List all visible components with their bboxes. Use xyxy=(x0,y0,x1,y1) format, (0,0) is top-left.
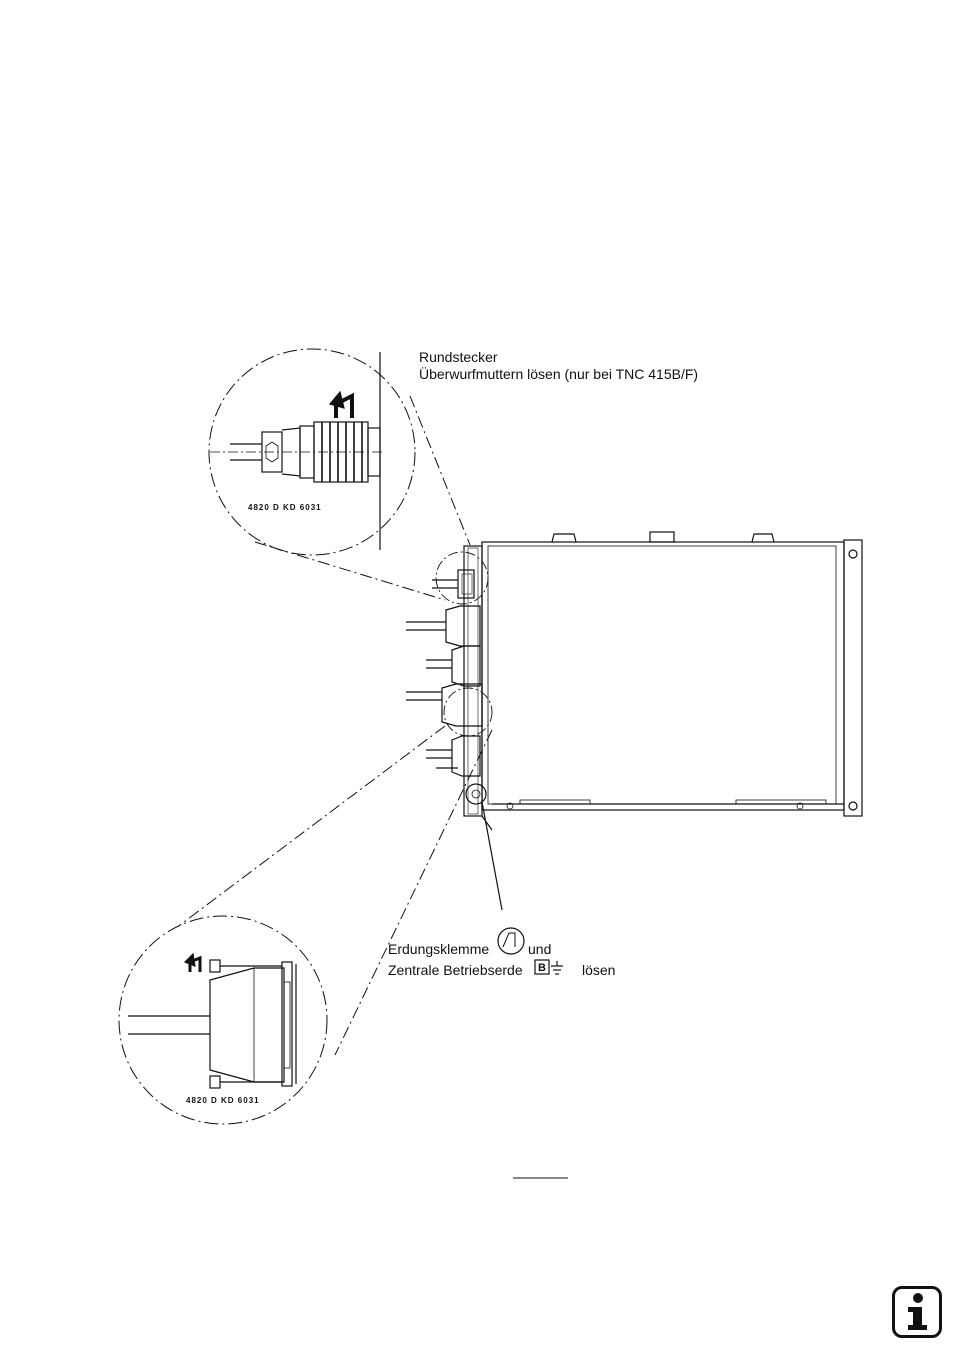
part-number-top: 4820 D KD 6031 xyxy=(248,503,322,512)
ground-box-letter: B xyxy=(538,962,546,974)
bottom-detail-circle xyxy=(118,915,328,1125)
round-connector-instruction: Überwurfmuttern lösen (nur bei TNC 415B/… xyxy=(419,366,699,382)
earth-symbol xyxy=(551,961,563,975)
central-ground-text: Zentrale Betriebserde xyxy=(388,962,523,978)
ground-clamp-symbol xyxy=(497,927,525,955)
round-connector-title: Rundstecker xyxy=(419,349,498,365)
loosen-text: lösen xyxy=(582,962,616,978)
part-number-bottom: 4820 D KD 6031 xyxy=(186,1096,260,1105)
ground-clamp-text: Erdungsklemme xyxy=(388,941,490,957)
top-detail-circle xyxy=(208,348,416,556)
ground-box-b xyxy=(534,959,550,975)
ground-and-text: und xyxy=(528,941,552,957)
main-device xyxy=(406,531,863,831)
info-icon xyxy=(908,1293,927,1330)
info-button[interactable] xyxy=(892,1286,942,1338)
